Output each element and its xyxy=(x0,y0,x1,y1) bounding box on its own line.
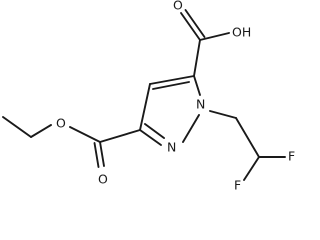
difluoroethyl-group xyxy=(209,110,286,181)
bond-n1-ch2 xyxy=(209,110,237,119)
bond-c3-n2-double-b xyxy=(144,123,165,139)
ethyl-ester-group xyxy=(2,116,141,168)
pyrazole-ring xyxy=(139,75,201,146)
bond-ch2-ch3 xyxy=(2,116,32,138)
bond-ester-c-o-double-b xyxy=(93,142,100,168)
chemical-structure-diagram: O OH N N O O F F xyxy=(2,0,295,193)
carboxylic-acid-group xyxy=(180,9,230,77)
bond-ester-c-o-link xyxy=(69,126,101,143)
bond-acid-c-oh xyxy=(199,32,230,41)
bond-c3-ester-carbon xyxy=(99,129,141,143)
bond-c-f-down xyxy=(243,156,260,181)
oxygen-ester-link-label: O xyxy=(56,116,66,131)
fluorine-2-label: F xyxy=(234,178,241,193)
nitrogen-2-label: N xyxy=(167,140,176,155)
oxygen-acid-hydroxyl-label: OH xyxy=(232,25,251,40)
bond-c4-c3 xyxy=(139,83,151,131)
bond-o-ch2 xyxy=(30,124,52,138)
bond-n2-n1 xyxy=(182,114,200,143)
fluorine-1-label: F xyxy=(288,149,295,164)
bond-c5-c4-inner xyxy=(152,81,190,90)
bond-ch2-chf2 xyxy=(235,117,260,158)
oxygen-acid-carbonyl-label: O xyxy=(173,0,183,13)
oxygen-ester-carbonyl-label: O xyxy=(98,172,108,187)
bond-c3-n2-double-a xyxy=(139,129,162,146)
bond-acid-carbon-to-ring xyxy=(193,39,201,77)
bond-acid-c-o-double-a xyxy=(180,12,201,41)
bond-acid-c-o-double-b xyxy=(184,9,206,38)
bond-n1-c5 xyxy=(193,75,201,96)
nitrogen-1-label: N xyxy=(196,97,205,112)
bond-ester-c-o-double-a xyxy=(99,141,105,167)
bond-c5-c4-single xyxy=(149,75,195,85)
